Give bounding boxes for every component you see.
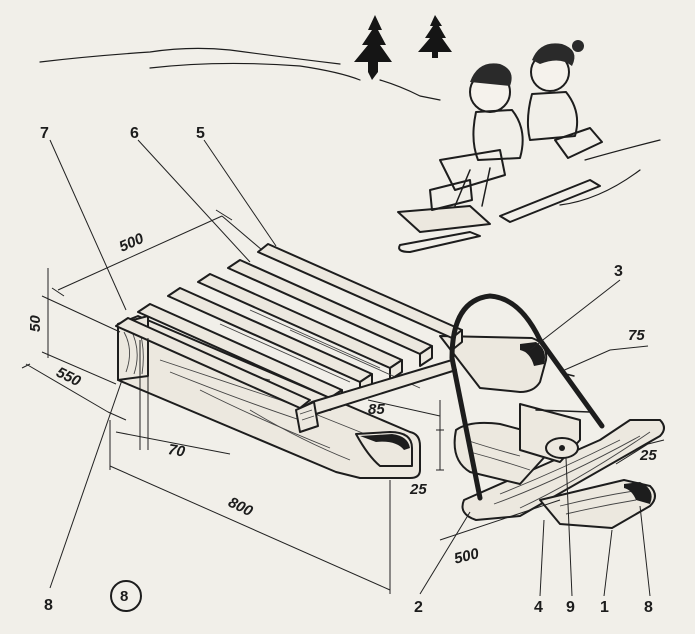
pine-tree-left — [354, 15, 392, 80]
pine-tree-right — [418, 15, 452, 58]
part-label-4: 4 — [534, 599, 543, 616]
part-label-7: 7 — [40, 125, 49, 142]
part-label-3: 3 — [614, 263, 623, 280]
dim-label-85: 85 — [368, 401, 385, 418]
part-label-5: 5 — [196, 125, 205, 142]
part-label-8-right: 8 — [644, 599, 653, 616]
dim-label-25-runner: 25 — [639, 447, 657, 464]
dim-label-75: 75 — [628, 327, 645, 344]
dimension-lines — [21, 139, 665, 597]
dim-label-800: 800 — [225, 494, 256, 521]
part-label-1: 1 — [600, 599, 609, 616]
part-label-2: 2 — [414, 599, 423, 616]
part-label-6: 6 — [130, 125, 139, 142]
children-on-sled-illustration — [397, 40, 603, 253]
background-hills — [39, 47, 661, 206]
steering-board — [453, 419, 665, 529]
dim-label-70: 70 — [167, 441, 187, 461]
pivot-plate — [519, 403, 581, 463]
dim-label-50-height: 50 — [27, 315, 44, 332]
part-label-9: 9 — [566, 599, 575, 616]
figure-number: 8 — [120, 588, 128, 605]
dim-label-500-front: 500 — [452, 545, 481, 568]
dim-label-25-crossbar: 25 — [409, 481, 427, 498]
part-label-8-left: 8 — [44, 597, 53, 614]
seat-slats — [115, 243, 463, 411]
figure-number-badge: 8 — [110, 580, 142, 612]
steering-handle — [449, 293, 605, 501]
